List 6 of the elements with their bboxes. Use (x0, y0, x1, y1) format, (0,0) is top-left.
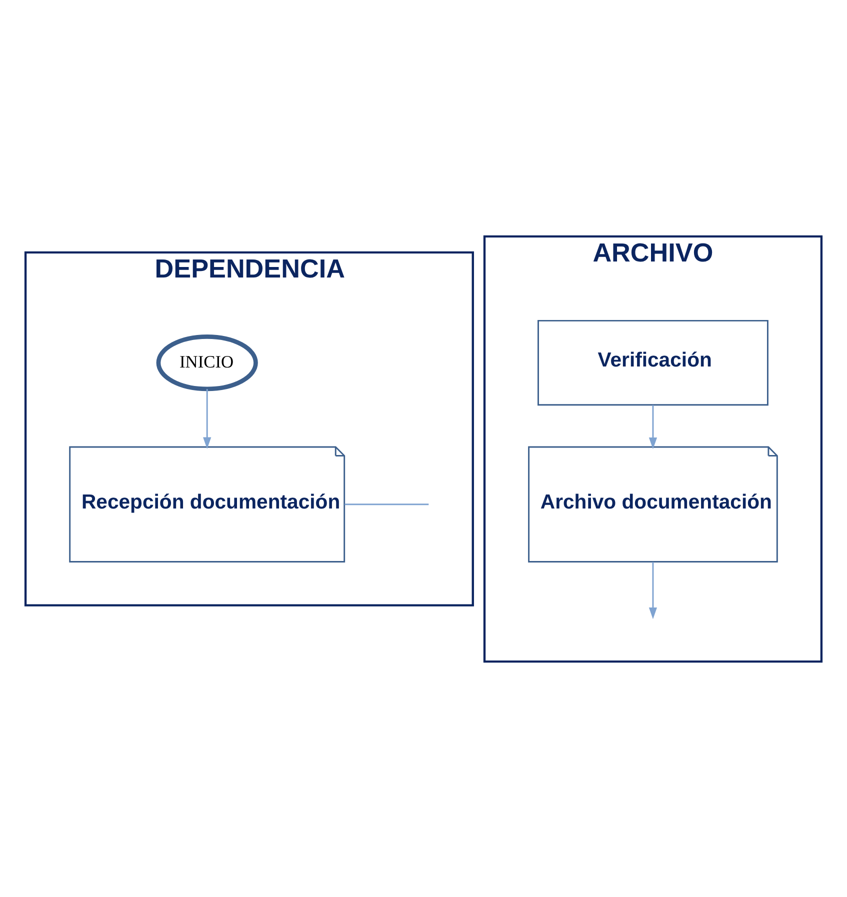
connector (344, 503, 429, 505)
arrow (648, 404, 658, 449)
arrow (648, 562, 658, 619)
node-ellipse: INICIO (156, 334, 258, 391)
arrow (203, 388, 212, 448)
node-box: Verificación (538, 319, 768, 406)
